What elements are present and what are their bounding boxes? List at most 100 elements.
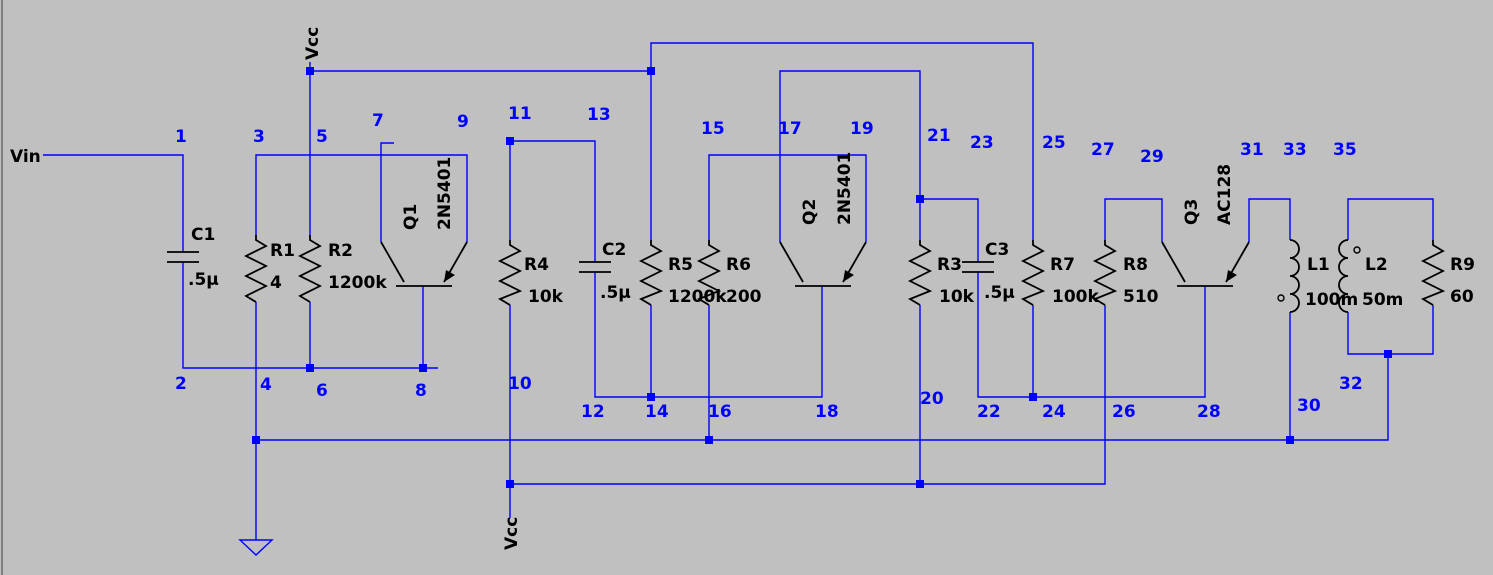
- resistor-r3[interactable]: [907, 240, 933, 306]
- q2-value: 2N5401: [835, 152, 855, 225]
- junction: [252, 436, 260, 444]
- r5-name: R5: [668, 255, 693, 275]
- junction: [419, 364, 427, 372]
- node-label: 13: [587, 105, 611, 125]
- node-label: 1: [175, 127, 187, 147]
- junctions: [252, 67, 1392, 488]
- node-label: 20: [920, 389, 944, 409]
- transistor-q1[interactable]: [380, 241, 468, 287]
- wire-node17[interactable]: [779, 70, 921, 242]
- node-label: 24: [1042, 402, 1066, 422]
- r7-name: R7: [1050, 255, 1075, 275]
- node-label: 35: [1333, 140, 1357, 160]
- node-label: 26: [1112, 402, 1136, 422]
- wire-node25[interactable]: [650, 42, 1034, 240]
- node-label: 19: [850, 119, 874, 139]
- node-label: 3: [253, 127, 265, 147]
- wire-node15[interactable]: [708, 154, 867, 242]
- wire-vin[interactable]: [43, 154, 184, 252]
- c3-name: C3: [985, 240, 1009, 260]
- wire-node11[interactable]: [509, 140, 596, 262]
- node-label: 6: [316, 381, 328, 401]
- wire-ground-rail[interactable]: [256, 354, 1389, 441]
- r2-name: R2: [328, 241, 353, 261]
- node-label: 5: [316, 127, 328, 147]
- junction: [306, 67, 314, 75]
- resistor-r7[interactable]: [1020, 240, 1046, 306]
- node-label: 27: [1091, 140, 1115, 160]
- inductor-l1[interactable]: [1277, 239, 1300, 313]
- r7-value: 100k: [1052, 287, 1099, 307]
- r4-value: 10k: [528, 287, 564, 307]
- capacitor-c3[interactable]: [962, 261, 994, 273]
- resistor-r9[interactable]: [1420, 240, 1446, 306]
- node-label: 9: [457, 112, 469, 132]
- node-label: 16: [708, 402, 732, 422]
- resistor-r1[interactable]: [243, 235, 269, 303]
- q1-value: 2N5401: [435, 157, 455, 230]
- r6-name: R6: [726, 255, 751, 275]
- inductor-l2[interactable]: [1338, 239, 1361, 313]
- junction: [1286, 436, 1294, 444]
- wire-node21[interactable]: [920, 198, 979, 262]
- node-label: 28: [1197, 402, 1221, 422]
- node-labels: 1 2 3 4 5 6 7 8 9 10 11 12 13 14 15 16 1…: [175, 104, 1363, 422]
- wire-node22[interactable]: [977, 272, 1206, 398]
- capacitor-c2[interactable]: [579, 261, 611, 273]
- node-label: 15: [701, 119, 725, 139]
- wire-node3[interactable]: [255, 154, 468, 242]
- wire-node7[interactable]: [380, 142, 394, 242]
- q3-value: AC128: [1215, 164, 1235, 225]
- capacitor-c1[interactable]: [167, 251, 199, 263]
- r1-value: 4: [270, 273, 282, 293]
- junction: [506, 480, 514, 488]
- junction: [647, 393, 655, 401]
- node-label: 31: [1240, 140, 1264, 160]
- node-label: 23: [970, 133, 994, 153]
- resistor-r5[interactable]: [638, 240, 664, 306]
- transistor-q2[interactable]: [779, 241, 867, 287]
- l2-name: L2: [1365, 255, 1388, 275]
- c2-value: .5µ: [600, 283, 631, 303]
- node-label: 17: [778, 119, 802, 139]
- node-label: 22: [977, 402, 1001, 422]
- node-label: 18: [815, 402, 839, 422]
- r2-value: 1200k: [328, 273, 387, 293]
- resistor-r6[interactable]: [696, 240, 722, 306]
- r4-name: R4: [524, 255, 549, 275]
- wire-node32[interactable]: [1347, 305, 1434, 355]
- transistor-q3[interactable]: [1161, 241, 1250, 287]
- node-label: 21: [927, 126, 951, 146]
- r3-name: R3: [937, 255, 962, 275]
- c3-value: .5µ: [984, 283, 1015, 303]
- node-label: 11: [508, 104, 532, 124]
- wire-vcc-bottom-rail[interactable]: [510, 305, 1106, 485]
- node-label: 33: [1283, 140, 1307, 160]
- r6-value: 200: [726, 287, 762, 307]
- l1-value: 100m: [1305, 290, 1358, 310]
- c1-value: .5µ: [188, 270, 219, 290]
- junction: [916, 480, 924, 488]
- node-label: 14: [645, 402, 669, 422]
- wire-node33[interactable]: [1347, 198, 1434, 240]
- wire-node27[interactable]: [1104, 198, 1163, 242]
- r1-name: R1: [270, 241, 295, 261]
- q3-name: Q3: [1182, 199, 1202, 225]
- q1-name: Q1: [401, 204, 421, 230]
- wires: [43, 42, 1434, 540]
- l1-name: L1: [1307, 255, 1330, 275]
- r3-value: 10k: [939, 287, 975, 307]
- c2-name: C2: [602, 240, 626, 260]
- ground-symbol[interactable]: [238, 539, 274, 556]
- r5-value: 1200k: [668, 287, 727, 307]
- vcc-top-label: Vcc: [303, 27, 323, 60]
- junction: [506, 137, 514, 145]
- l2-value: 50m: [1362, 290, 1403, 310]
- resistor-r8[interactable]: [1092, 240, 1118, 306]
- resistor-r2[interactable]: [297, 235, 323, 303]
- r9-name: R9: [1450, 255, 1475, 275]
- wire-node31[interactable]: [1248, 198, 1291, 242]
- wire-node2[interactable]: [182, 262, 438, 369]
- resistor-r4[interactable]: [497, 240, 523, 306]
